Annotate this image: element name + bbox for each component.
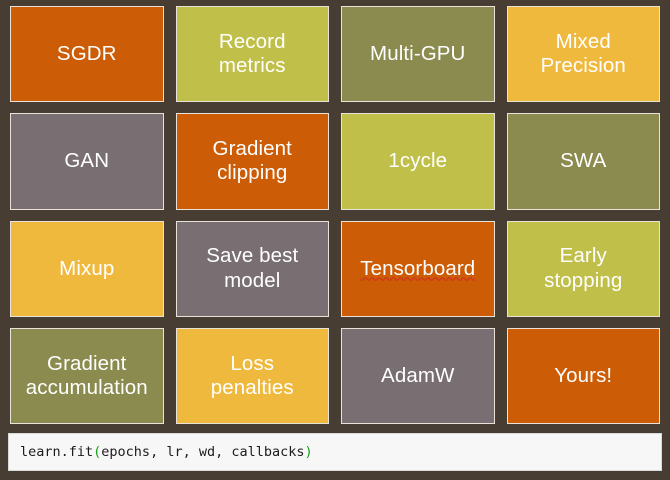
callback-tile[interactable]: Gradient clipping	[175, 113, 329, 210]
callback-tile-label: 1cycle	[388, 149, 448, 173]
callback-tile[interactable]: Mixed Precision	[506, 6, 660, 103]
callback-tile-label: GAN	[64, 149, 110, 173]
callback-tile-label: Mixed Precision	[540, 29, 626, 78]
callback-tile[interactable]: Multi-GPU	[341, 6, 495, 103]
code-snippet: learn.fit(epochs, lr, wd, callbacks)	[9, 444, 313, 460]
callback-tile-label: Gradient accumulation	[25, 351, 148, 399]
callback-tile[interactable]: Early stopping	[506, 220, 660, 317]
callback-tile[interactable]: SGDR	[10, 6, 164, 103]
callback-tile[interactable]: Save best model	[175, 220, 329, 317]
callback-tile[interactable]: GAN	[10, 113, 164, 210]
callback-tile-label: Mixup	[59, 256, 115, 280]
callback-tile-label: Record metrics	[218, 29, 286, 78]
callback-tile-label: Loss penalties	[210, 351, 294, 399]
callback-tile-label: AdamW	[381, 363, 455, 387]
callback-tile[interactable]: AdamW	[341, 327, 495, 424]
callback-tile-label: SWA	[560, 149, 607, 173]
callback-tile-grid: SGDR Record metrics Multi-GPU Mixed Precisi…	[10, 6, 660, 424]
callback-tile-label: SGDR	[56, 42, 117, 66]
callback-tile[interactable]: Yours!	[506, 327, 660, 424]
callback-tile-label: Multi-GPU	[370, 42, 466, 66]
callback-tile[interactable]: Mixup	[10, 220, 164, 317]
callback-tile-label: Gradient clipping	[212, 137, 292, 185]
callback-tile[interactable]: Tensorboard	[341, 220, 495, 317]
code-close-paren: )	[304, 444, 313, 460]
callback-tile-label: Save best model	[206, 244, 299, 292]
code-open-paren: (	[93, 444, 102, 460]
callback-tile[interactable]: Loss penalties	[175, 327, 329, 424]
code-bar[interactable]: learn.fit(epochs, lr, wd, callbacks)	[8, 433, 662, 471]
callback-tile-label: Early stopping	[544, 244, 623, 292]
callback-tile-label: Yours!	[554, 363, 613, 387]
callback-tile-label: Tensorboard	[360, 256, 476, 280]
callback-tile[interactable]: Record metrics	[175, 6, 329, 103]
callback-tile[interactable]: SWA	[506, 113, 660, 210]
callback-tile[interactable]: 1cycle	[341, 113, 495, 210]
code-args: epochs, lr, wd, callbacks	[101, 444, 305, 460]
callback-tile[interactable]: Gradient accumulation	[10, 327, 164, 424]
code-prefix: learn.fit	[20, 444, 94, 460]
